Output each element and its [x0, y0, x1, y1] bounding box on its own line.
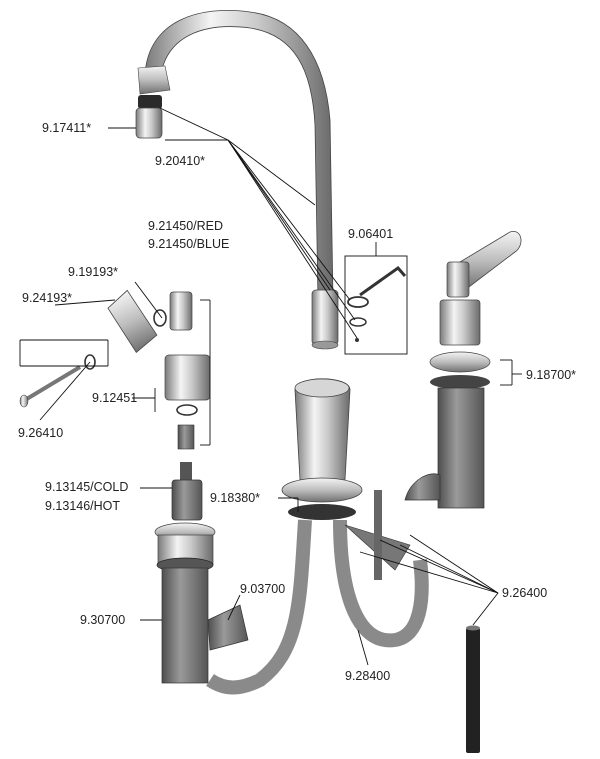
- label-handle-red: 9.21450/RED: [148, 219, 223, 233]
- handle-screw: [19, 354, 96, 408]
- label-screw-seal: 9.24193*: [22, 291, 72, 305]
- bonnet-cap: [164, 354, 211, 450]
- right-lever-handle: [429, 231, 522, 389]
- label-allen-wrench: 9.06401: [348, 227, 393, 241]
- label-hose: 9.28400: [345, 669, 390, 683]
- supply-hoses: [206, 490, 429, 695]
- label-aerator: 9.17411*: [42, 121, 91, 135]
- right-valve-body: [404, 387, 485, 509]
- label-tee-fitting: 9.03700: [240, 582, 285, 596]
- label-cartridge-hot: 9.13146/HOT: [45, 499, 120, 513]
- cartridge-part: [171, 462, 203, 521]
- supply-tube-part: [466, 625, 480, 753]
- label-cartridge-cold: 9.13145/COLD: [45, 480, 128, 494]
- spout: [137, 9, 339, 350]
- leader-lines: [19, 107, 522, 666]
- aerator-part: [135, 95, 163, 139]
- spout-base: [281, 378, 363, 520]
- label-valve-ring: 9.18700*: [526, 368, 576, 382]
- lever-handle: [107, 289, 193, 353]
- label-washer: 9.26410: [18, 426, 63, 440]
- wrench-kit-part: [347, 265, 407, 342]
- label-handle-blue: 9.21450/BLUE: [148, 237, 229, 251]
- label-oring-small: 9.19193*: [68, 265, 118, 279]
- left-valve-body: [154, 522, 249, 684]
- part-labels: 9.17411* 9.20410* 9.06401 9.21450/RED 9.…: [18, 121, 576, 683]
- label-spout-seal: 9.20410*: [155, 154, 205, 168]
- label-spout-ring: 9.18380*: [210, 491, 260, 505]
- label-valve-body: 9.30700: [80, 613, 125, 627]
- label-cap-ring: 9.12451: [92, 391, 137, 405]
- label-supply-tube: 9.26400: [502, 586, 547, 600]
